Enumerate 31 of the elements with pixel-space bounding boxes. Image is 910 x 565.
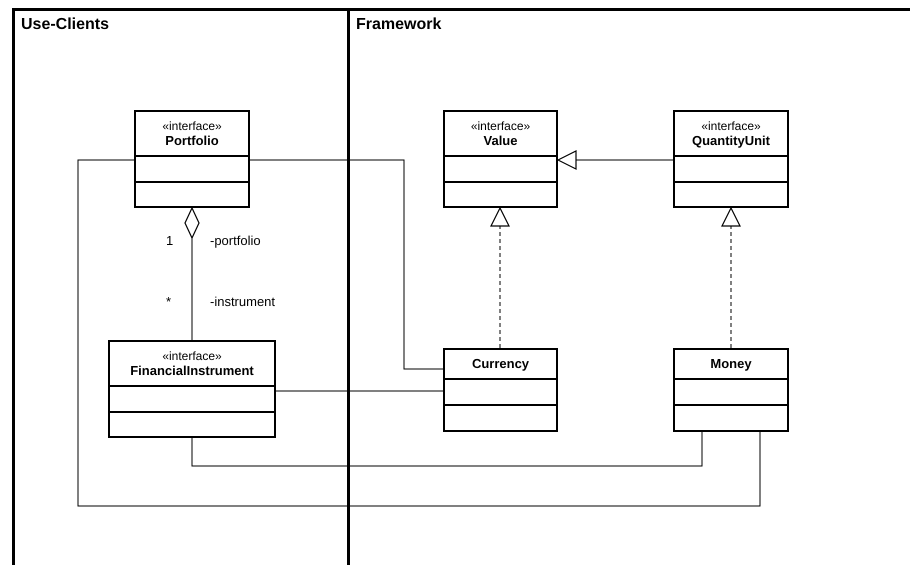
- association-line: [78, 160, 760, 506]
- class-box: [443, 348, 558, 432]
- association-line: [250, 160, 444, 370]
- role-name: -portfolio: [210, 233, 261, 248]
- stereotype: «interface»: [701, 118, 761, 132]
- class-name: Portfolio: [165, 132, 219, 148]
- class-box: [673, 348, 789, 432]
- realization-arrow: [490, 207, 510, 348]
- generalization-arrow: [557, 150, 674, 170]
- class-name: QuantityUnit: [692, 132, 770, 148]
- class-name: Currency: [472, 356, 530, 372]
- aggregation-line: [184, 207, 200, 340]
- class-box: [443, 110, 558, 208]
- multiplicity: 1: [166, 233, 174, 248]
- role-name: -instrument: [210, 294, 276, 309]
- multiplicity: *: [166, 294, 172, 309]
- lane-title: Framework: [356, 16, 442, 34]
- class-box: [108, 340, 276, 438]
- class-name: FinancialInstrument: [130, 362, 254, 378]
- class-name: Money: [710, 356, 752, 372]
- stereotype: «interface»: [470, 118, 530, 132]
- association-line: [276, 390, 444, 392]
- class-box: [134, 110, 250, 208]
- stereotype: «interface»: [162, 348, 222, 362]
- class-box: [673, 110, 789, 208]
- swimlane: [12, 8, 350, 565]
- lane-title: Use-Clients: [21, 16, 110, 34]
- association-line: [192, 432, 702, 466]
- realization-arrow: [721, 207, 741, 348]
- class-name: Value: [484, 132, 518, 148]
- stereotype: «interface»: [162, 118, 222, 132]
